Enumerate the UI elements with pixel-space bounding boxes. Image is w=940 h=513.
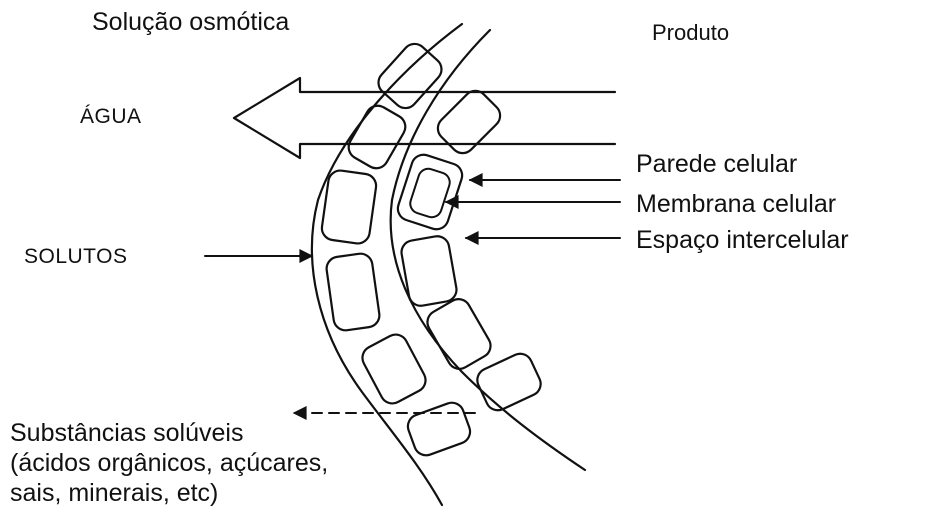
espaco-intercelular-label: Espaço intercelular bbox=[636, 228, 849, 253]
parede-celular-label: Parede celular bbox=[636, 152, 797, 177]
agua-label: ÁGUA bbox=[80, 106, 142, 127]
cell bbox=[358, 330, 429, 407]
substancias-label: Substâncias solúveis (ácidos orgânicos, … bbox=[10, 418, 328, 508]
cell bbox=[344, 101, 409, 172]
cell bbox=[395, 152, 465, 233]
cell bbox=[400, 234, 459, 307]
cell bbox=[325, 252, 381, 332]
water-arrow bbox=[234, 78, 615, 158]
cell bbox=[423, 295, 495, 373]
cell-membrane bbox=[408, 166, 453, 220]
membrana-celular-label: Membrana celular bbox=[636, 192, 836, 217]
solucao-osmotica-label: Solução osmótica bbox=[92, 10, 289, 35]
substancias-line-1: Substâncias solúveis bbox=[10, 418, 328, 448]
cell bbox=[473, 350, 544, 414]
cell bbox=[433, 86, 505, 158]
substancias-line-2: (ácidos orgânicos, açúcares, bbox=[10, 448, 328, 478]
substancias-line-3: sais, minerais, etc) bbox=[10, 478, 328, 508]
cell bbox=[405, 399, 474, 458]
produto-label: Produto bbox=[652, 22, 729, 44]
solutos-label: SOLUTOS bbox=[24, 246, 127, 267]
cell bbox=[320, 169, 377, 245]
cell bbox=[374, 39, 447, 113]
